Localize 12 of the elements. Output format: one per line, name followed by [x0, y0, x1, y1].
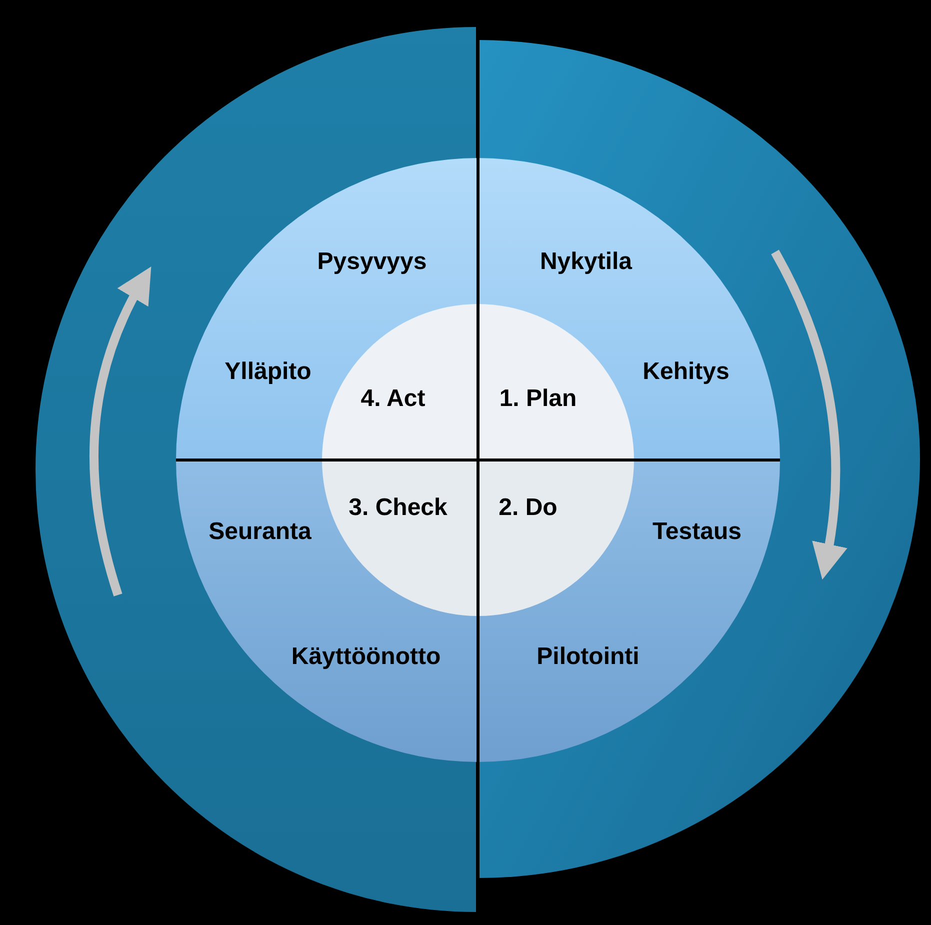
phase-label: 2. Do: [498, 494, 558, 522]
step-label: Käyttöönotto: [291, 643, 441, 671]
step-label: Ylläpito: [224, 358, 312, 386]
step-label: Pysyvyys: [317, 248, 427, 276]
step-label: Pilotointi: [536, 643, 640, 671]
step-label: Testaus: [652, 518, 742, 546]
phase-label: 1. Plan: [499, 385, 577, 413]
step-label: Nykytila: [540, 248, 632, 276]
phase-label: 3. Check: [348, 494, 448, 522]
step-label: Seuranta: [208, 518, 312, 546]
phase-label: 4. Act: [360, 385, 426, 413]
step-label: Kehitys: [642, 358, 730, 386]
